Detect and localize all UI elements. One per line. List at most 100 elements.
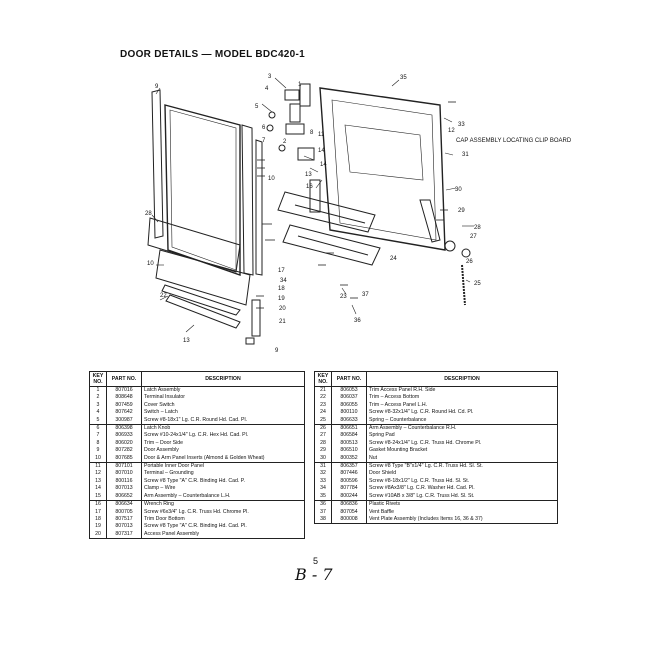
callout-30: 30 [455,187,462,193]
part-no-cell: 807013 [106,523,142,531]
callout-24: 24 [390,256,397,262]
callout-6: 6 [262,125,266,131]
part-no-header: PART NO. [106,371,142,387]
part-no-cell: 800596 [331,477,367,486]
part-no-cell: 807685 [106,454,142,463]
door-bottom-trim [165,294,241,329]
callout-22: 22 [160,293,167,299]
key-cell: 14 [89,485,107,493]
part-no-cell: 800008 [331,515,367,525]
key-cell: 2 [89,394,107,402]
description-cell: Screw #8 Type "A" C.R. Binding Hd. Cad. … [141,477,305,486]
page-title: DOOR DETAILS — MODEL BDC420-1 [120,49,306,60]
part-no-cell: 806836 [331,500,367,509]
key-cell: 10 [89,454,107,463]
description-cell: Vent Plate Assembly (Includes Items 16, … [366,515,558,525]
callout-25: 25 [474,281,481,287]
key-cell: 23 [314,401,332,410]
key-cell: 35 [314,492,332,501]
part-no-header: PART NO. [331,371,367,387]
key-cell: 21 [314,386,332,395]
part-no-cell: 808648 [106,394,142,402]
part-no-cell: 807317 [106,530,142,540]
callout-34: 34 [280,278,287,284]
callout-3: 3 [268,74,272,80]
callout-18: 18 [278,286,285,292]
key-cell: 22 [314,394,332,402]
callout-12: 12 [448,128,455,134]
key-cell: 3 [89,401,107,410]
callout-13: 13 [305,172,312,178]
callout-19: 19 [278,296,285,302]
description-cell: Vent Baffle [366,508,558,516]
description-cell: Door Assembly [141,447,305,455]
description-cell: Screw #10AB x 3/8" Lg. C.R. Truss Hd. Sl… [366,492,558,501]
part-no-cell: 807459 [106,401,142,410]
part-no-cell: 806634 [106,500,142,509]
part-no-cell: 800705 [106,508,142,516]
key-cell: 34 [314,485,332,493]
description-cell: Clamp – Wire [141,485,305,493]
description-cell: Arm Assembly – Counterbalance L.H. [141,492,305,501]
key-cell: 37 [314,508,332,516]
key-cell: 36 [314,500,332,509]
callout-4: 4 [265,86,269,92]
part-no-cell: 807013 [106,485,142,493]
key-cell: 30 [314,454,332,463]
key-cell: 13 [89,477,107,486]
description-cell: Screw #8-18x1/2" Lg. C.R. Truss Hd. Sl. … [366,477,558,486]
key-cell: 5 [89,416,107,425]
description-cell: Latch Assembly [141,386,305,395]
callout-1: 1 [298,82,302,88]
description-cell: Cover Switch [141,401,305,410]
description-cell: Spring Pad [366,432,558,440]
key-cell: 33 [314,477,332,486]
key-cell: 25 [314,416,332,425]
part-no-cell: 800244 [331,492,367,501]
counterbalance-spring [461,264,466,306]
key-cell: 31 [314,462,332,471]
description-cell: Arm Assembly – Counterbalance R.H. [366,424,558,433]
callout-5: 5 [255,104,259,110]
callout-10a: 10 [268,176,275,182]
callout-7: 7 [262,138,266,144]
description-cell: Access Panel Assembly [141,530,305,540]
key-cell: 12 [89,470,107,478]
part-no-cell: 807642 [106,409,142,417]
access-panel [155,249,251,306]
callout-11: 11 [318,132,325,138]
description-cell: Screw #6x3/4" Lg. C.R. Truss Hd. Chrome … [141,508,305,516]
key-cell: 38 [314,515,332,525]
description-cell: Screw #8Ax3/8" Lg. C.R. Washer Hd. Cad. … [366,485,558,493]
callout-16: 16 [306,184,313,190]
key-cell: 20 [89,530,107,540]
description-cell: Trim – Door Side [141,439,305,448]
key-cell: 1 [89,386,107,395]
callout-2: 2 [283,139,287,145]
lower-insert-panel [147,217,241,273]
description-cell: Trim Door Bottom [141,515,305,524]
counterbalance-arm-rh [419,199,441,243]
part-no-cell: 807282 [106,447,142,455]
description-cell: Trim Access Panel R.H. Side [366,386,558,395]
vent-plate [277,191,376,233]
key-no-header: KEY NO. [314,371,332,387]
key-cell: 17 [89,508,107,516]
